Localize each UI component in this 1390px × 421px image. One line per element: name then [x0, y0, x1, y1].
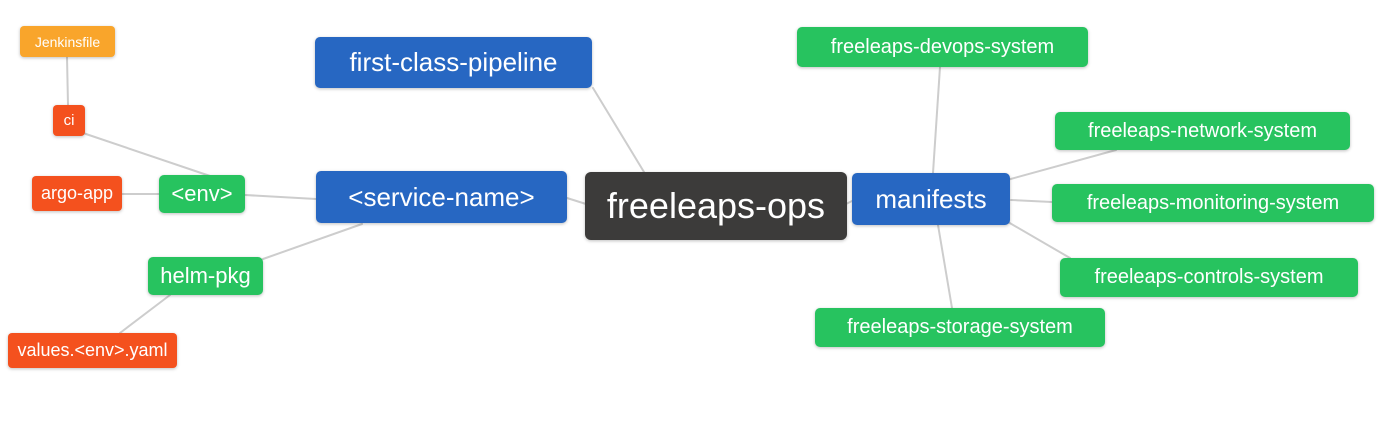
node-freeleaps-storage-system[interactable]: freeleaps-storage-system	[815, 308, 1105, 347]
edge-manifests-storage	[937, 224, 953, 309]
edge-helm-pkg-service-name	[262, 223, 363, 260]
edge-pipeline-ops	[592, 87, 645, 173]
edge-manifests-devops	[932, 66, 941, 174]
edge-ops-manifests	[845, 200, 853, 205]
node-freeleaps-ops-root[interactable]: freeleaps-ops	[585, 172, 847, 240]
node-freeleaps-monitoring-system[interactable]: freeleaps-monitoring-system	[1052, 184, 1374, 222]
node-values-env-yaml[interactable]: values.<env>.yaml	[8, 333, 177, 368]
node-argo-app[interactable]: argo-app	[32, 176, 122, 211]
node-service-name[interactable]: <service-name>	[316, 171, 567, 223]
edge-manifests-controls	[1007, 221, 1071, 259]
node-freeleaps-devops-system[interactable]: freeleaps-devops-system	[797, 27, 1088, 67]
node-first-class-pipeline[interactable]: first-class-pipeline	[315, 37, 592, 88]
edge-service-name-ops	[566, 197, 587, 205]
node-helm-pkg[interactable]: helm-pkg	[148, 257, 263, 295]
edge-jenkinsfile-ci	[66, 56, 69, 106]
node-env[interactable]: <env>	[159, 175, 245, 213]
edge-env-service-name	[244, 194, 317, 200]
edge-ci-env	[82, 132, 214, 178]
edge-values-helm-pkg	[119, 294, 171, 334]
edge-manifests-monitoring	[1010, 199, 1053, 203]
node-freeleaps-controls-system[interactable]: freeleaps-controls-system	[1060, 258, 1358, 297]
node-freeleaps-network-system[interactable]: freeleaps-network-system	[1055, 112, 1350, 150]
node-manifests[interactable]: manifests	[852, 173, 1010, 225]
node-jenkinsfile[interactable]: Jenkinsfile	[20, 26, 115, 57]
node-ci[interactable]: ci	[53, 105, 85, 136]
edge-manifests-network	[1006, 149, 1117, 181]
